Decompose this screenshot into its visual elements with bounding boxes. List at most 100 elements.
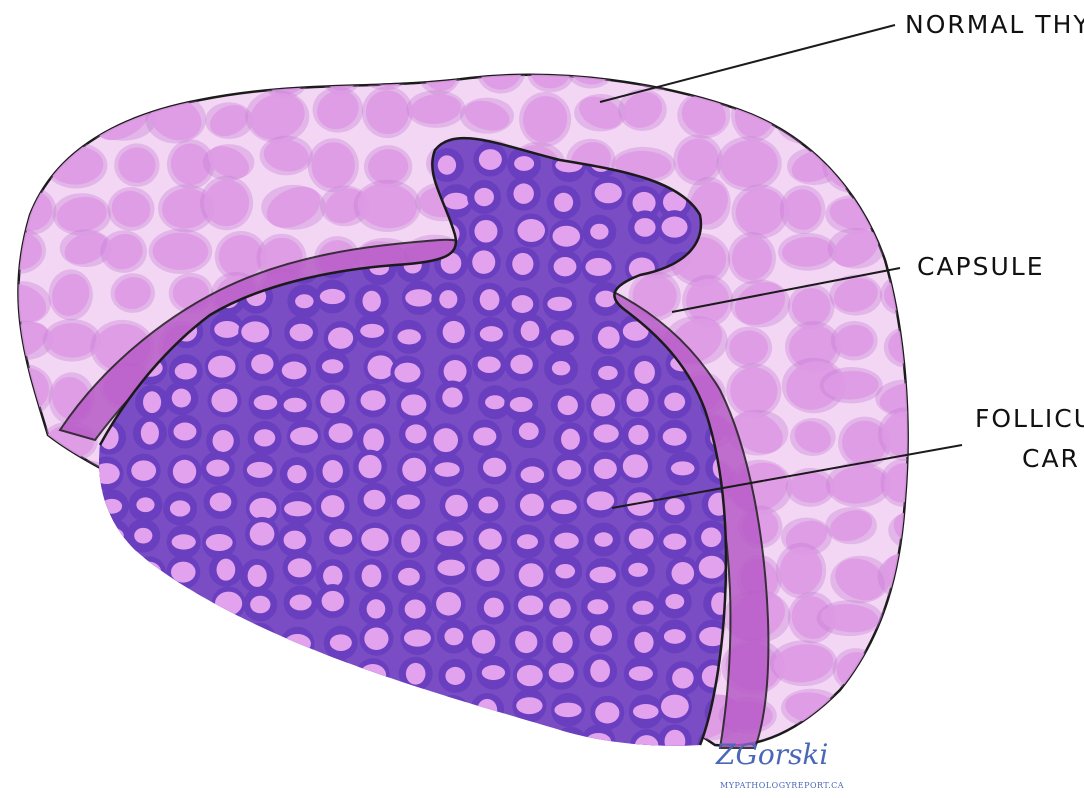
normal-follicle [192, 31, 264, 97]
normal-follicle [204, 646, 260, 696]
tumor-follicle [467, 180, 501, 214]
tumor-follicle [280, 627, 314, 661]
tumor-follicle [165, 625, 199, 659]
tumor-follicle [134, 590, 168, 624]
tumor-follicle [205, 350, 239, 384]
tumor-follicle [658, 724, 692, 758]
tumor-follicle [164, 381, 198, 415]
tumor-follicle [434, 551, 468, 585]
tumor-follicle [429, 728, 463, 762]
tumor-follicle [618, 449, 652, 483]
tumor-follicle [547, 490, 581, 524]
tumor-follicle [547, 185, 581, 219]
normal-follicle [836, 696, 884, 744]
tumor-follicle [168, 455, 202, 489]
tumor-follicle [440, 489, 474, 523]
normal-follicle [836, 88, 894, 142]
tumor-follicle [584, 618, 618, 652]
tumor-follicle [391, 485, 425, 519]
tumor-follicle [393, 689, 427, 723]
tumor-follicle [476, 656, 510, 690]
normal-follicle [781, 689, 842, 727]
tumor-follicle [397, 388, 431, 422]
tumor-follicle [508, 725, 542, 759]
normal-follicle [0, 548, 61, 612]
tumor-follicle [552, 453, 586, 487]
tumor-follicle [514, 213, 548, 247]
tumor-follicle [87, 587, 121, 621]
tumor-follicle [467, 245, 501, 279]
tumor-follicle [359, 592, 393, 626]
tumor-follicle [694, 520, 728, 554]
normal-follicle [154, 642, 217, 697]
tumor-follicle [286, 689, 320, 723]
tumor-follicle [582, 215, 616, 249]
normal-follicle [49, 550, 98, 606]
tumor-follicle [240, 559, 274, 593]
tumor-follicle [277, 353, 311, 387]
tumor-follicle [473, 283, 507, 317]
normal-follicle [265, 688, 323, 741]
tumor-follicle [544, 656, 578, 690]
tumor-follicle [581, 724, 615, 758]
normal-follicle [56, 498, 104, 551]
normal-follicle [45, 142, 108, 188]
tumor-follicle [402, 281, 436, 315]
normal-follicle [833, 40, 885, 86]
tumor-follicle [624, 657, 658, 691]
tumor-follicle [284, 316, 318, 350]
tumor-follicle [589, 417, 623, 451]
tumor-follicle [658, 385, 692, 419]
tumor-follicle [624, 522, 658, 556]
normal-follicle [889, 182, 939, 220]
normal-follicle [149, 229, 213, 274]
normal-follicle [163, 603, 210, 644]
tumor-follicle [203, 485, 237, 519]
tumor-follicle [280, 457, 314, 491]
normal-follicle [0, 685, 45, 734]
tumor-follicle [512, 414, 546, 448]
normal-follicle [46, 40, 111, 88]
normal-follicle [883, 132, 931, 186]
normal-follicle [882, 87, 952, 146]
tumor-follicle [473, 143, 507, 177]
tumor-follicle [390, 356, 424, 390]
normal-follicle [782, 51, 847, 102]
normal-follicle [820, 367, 883, 403]
tumor-follicle [355, 314, 389, 348]
normal-follicle [316, 692, 363, 737]
normal-follicle [817, 600, 883, 636]
label-normal-thyroid: NORMAL THY [905, 10, 1084, 40]
normal-follicle [52, 193, 111, 236]
signature-logo: ZGorski [716, 738, 828, 771]
normal-follicle [363, 691, 413, 737]
normal-follicle [877, 45, 940, 99]
tumor-follicle [438, 659, 472, 693]
tumor-follicle [544, 351, 578, 385]
tumor-follicle [284, 585, 318, 619]
tumor-follicle [395, 728, 429, 762]
tumor-follicle [430, 453, 464, 487]
tumor-follicle [658, 689, 692, 723]
tumor-follicle [210, 627, 244, 661]
normal-follicle [831, 321, 878, 361]
tumor-follicle [588, 452, 622, 486]
tumor-follicle [551, 388, 585, 422]
tumor-follicle [586, 388, 620, 422]
tumor-follicle [316, 489, 350, 523]
leader-line-normal [600, 25, 895, 102]
tumor-follicle [205, 654, 239, 688]
tumor-follicle [91, 696, 125, 730]
tumor-follicle [467, 625, 501, 659]
tumor-follicle [168, 415, 202, 449]
tumor-follicle [359, 622, 393, 656]
tumor-follicle [469, 214, 503, 248]
tumor-follicle [474, 317, 508, 351]
tumor-follicle [356, 383, 390, 417]
tumor-follicle [629, 695, 663, 729]
normal-follicle [58, 598, 109, 635]
normal-follicle [725, 327, 772, 369]
tumor-follicle [583, 484, 617, 518]
normal-follicle [49, 649, 100, 686]
tumor-follicle [627, 625, 661, 659]
